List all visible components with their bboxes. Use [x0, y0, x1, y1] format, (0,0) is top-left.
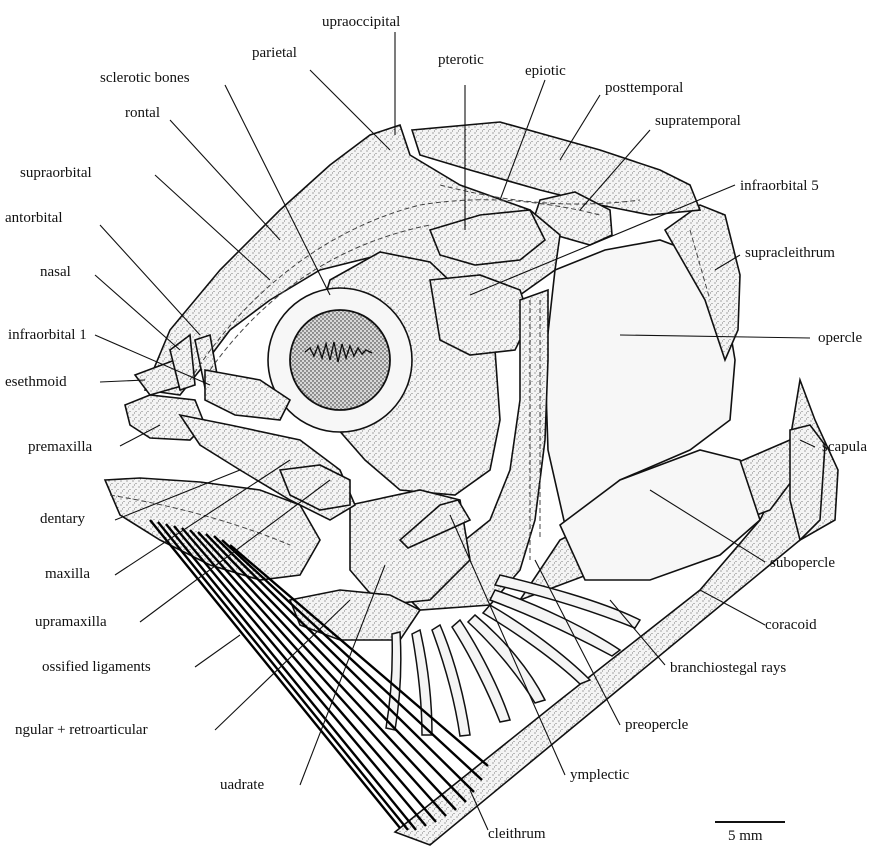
- label-supratemporal: supratemporal: [655, 113, 741, 129]
- label-supracleithrum: supracleithrum: [745, 245, 835, 261]
- label-infraorbital-5: infraorbital 5: [740, 178, 819, 194]
- label-supraorbital: supraorbital: [20, 165, 92, 181]
- label-branchiostegal-rays: branchiostegal rays: [670, 660, 786, 676]
- label-nasal: nasal: [40, 264, 71, 280]
- label-subopercle: subopercle: [770, 555, 835, 571]
- label-posttemporal: posttemporal: [605, 80, 683, 96]
- label-sclerotic-bones: sclerotic bones: [100, 70, 190, 86]
- label-cleithrum: cleithrum: [488, 826, 546, 842]
- label-angular-retroarticular: ngular + retroarticular: [15, 722, 148, 738]
- label-quadrate: uadrate: [220, 777, 264, 793]
- scale-bar-label: 5 mm: [728, 828, 763, 844]
- label-mesethmoid: esethmoid: [5, 374, 67, 390]
- label-supramaxilla: upramaxilla: [35, 614, 107, 630]
- label-infraorbital-1: infraorbital 1: [8, 327, 87, 343]
- label-premaxilla: premaxilla: [28, 439, 92, 455]
- eye: [290, 310, 390, 410]
- label-symplectic: ymplectic: [570, 767, 629, 783]
- label-antorbital: antorbital: [5, 210, 62, 226]
- label-coracoid: coracoid: [765, 617, 817, 633]
- label-frontal: rontal: [125, 105, 160, 121]
- label-epiotic: epiotic: [525, 63, 566, 79]
- label-dentary: dentary: [40, 511, 85, 527]
- label-ossified-ligaments: ossified ligaments: [42, 659, 151, 675]
- label-parietal: parietal: [252, 45, 297, 61]
- label-scapula: scapula: [822, 439, 867, 455]
- label-supraoccipital: upraoccipital: [322, 14, 400, 30]
- scale-bar: 5 mm: [715, 822, 785, 844]
- label-maxilla: maxilla: [45, 566, 90, 582]
- label-preopercle: preopercle: [625, 717, 689, 733]
- label-opercle: opercle: [818, 330, 862, 346]
- label-pterotic: pterotic: [438, 52, 484, 68]
